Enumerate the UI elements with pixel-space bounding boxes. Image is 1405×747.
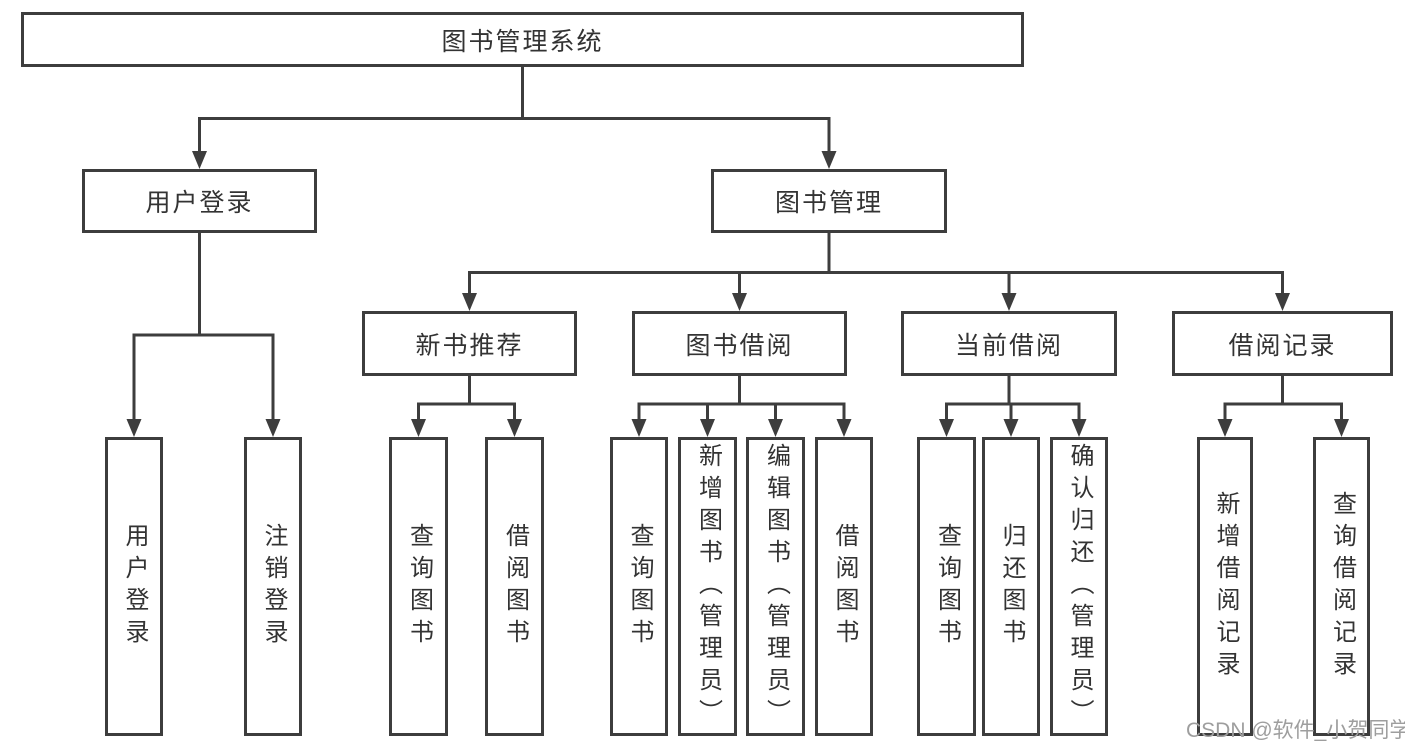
- node-leaf-return-books: 归还图书: [982, 437, 1040, 736]
- node-leaf-borrow-books: 借阅图书: [485, 437, 544, 736]
- connector-bookborrow-to-leaves: [631, 376, 852, 437]
- node-label: 新增图书（管理员）: [694, 442, 722, 731]
- node-label: 图书管理: [774, 189, 883, 217]
- node-label: 借阅记录: [1228, 331, 1337, 360]
- node-leaf-edit-books-admin: 编辑图书（管理员）: [746, 437, 805, 736]
- node-borrow-record: 借阅记录: [1172, 311, 1393, 376]
- node-current-borrow: 当前借阅: [901, 311, 1117, 376]
- node-label: 图书管理系统: [441, 27, 604, 56]
- connector-bookmgmt-to-level3: [462, 233, 1290, 311]
- node-label: 用户登录: [145, 189, 254, 217]
- node-book-borrow: 图书借阅: [632, 311, 847, 376]
- node-book-management: 图书管理: [711, 169, 947, 233]
- node-leaf-logout: 注销登录: [244, 437, 302, 736]
- connector-newbook-to-leaves: [411, 376, 522, 437]
- connector-userlogin-to-leaves: [126, 233, 281, 437]
- node-label: 查询图书: [405, 522, 433, 651]
- node-label: 新增借阅记录: [1212, 490, 1239, 683]
- node-user-login: 用户登录: [82, 169, 317, 233]
- connector-currentborrow-to-leaves: [939, 376, 1087, 437]
- node-label: 查询图书: [626, 522, 653, 651]
- node-leaf-query-borrow-record: 查询借阅记录: [1313, 437, 1370, 736]
- node-leaf-borrow-books: 借阅图书: [815, 437, 873, 736]
- node-label: 当前借阅: [954, 331, 1063, 360]
- connector-root-to-level2: [192, 67, 837, 169]
- node-leaf-add-borrow-record: 新增借阅记录: [1197, 437, 1253, 736]
- node-leaf-confirm-return-admin: 确认归还（管理员）: [1050, 437, 1108, 736]
- node-label: 编辑图书（管理员）: [762, 442, 790, 731]
- node-leaf-add-books-admin: 新增图书（管理员）: [678, 437, 737, 736]
- connector-borrowrecord-to-leaves: [1217, 376, 1349, 437]
- node-new-book-recommend: 新书推荐: [362, 311, 577, 376]
- node-leaf-user-login: 用户登录: [105, 437, 163, 736]
- node-leaf-query-books: 查询图书: [917, 437, 976, 736]
- node-leaf-query-books: 查询图书: [389, 437, 448, 736]
- node-label: 借阅图书: [831, 522, 858, 651]
- node-label: 用户登录: [121, 522, 148, 651]
- node-label: 查询借阅记录: [1328, 490, 1356, 683]
- node-leaf-query-books: 查询图书: [610, 437, 668, 736]
- node-label: 注销登录: [260, 522, 287, 651]
- node-label: 图书借阅: [685, 331, 794, 360]
- node-library-system-root: 图书管理系统: [21, 12, 1024, 67]
- node-label: 确认归还（管理员）: [1066, 442, 1093, 731]
- node-label: 新书推荐: [415, 331, 524, 360]
- node-label: 归还图书: [998, 522, 1025, 651]
- node-label: 查询图书: [933, 522, 961, 651]
- node-label: 借阅图书: [501, 522, 529, 651]
- csdn-watermark: CSDN @软件_小贺同学: [1186, 719, 1405, 742]
